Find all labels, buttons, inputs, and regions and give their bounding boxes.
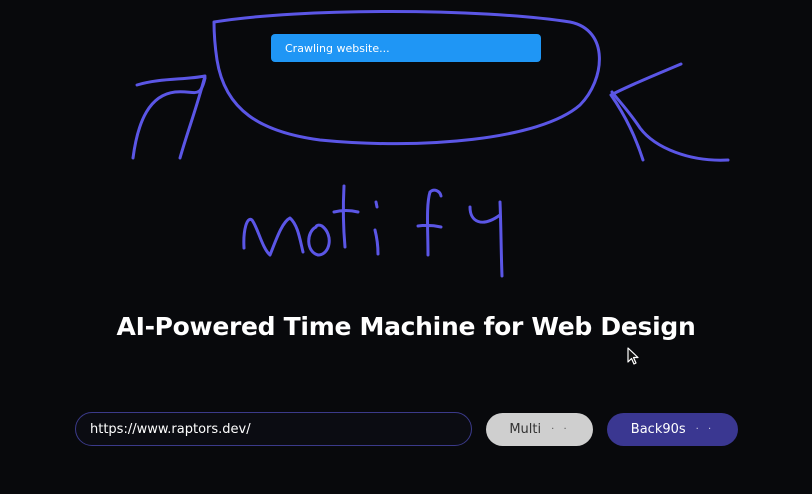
annotation-left-arrow-shaft	[131, 76, 207, 160]
annotation-right-arrow-head	[609, 62, 683, 162]
annotation-letter-y	[468, 200, 504, 278]
annotation-letter-o	[307, 223, 331, 257]
back90s-style-button[interactable]: Back90s · ·	[607, 413, 738, 446]
more-dots-icon: · ·	[695, 424, 715, 435]
mouse-pointer-icon	[627, 347, 639, 365]
annotation-left-arrow-head	[135, 74, 207, 160]
annotation-letter-t	[332, 184, 360, 249]
annotation-letter-n	[242, 216, 305, 257]
url-input[interactable]	[75, 412, 472, 446]
back90s-style-label: Back90s	[630, 422, 686, 437]
annotation-circle	[212, 10, 601, 146]
annotation-letter-i	[373, 200, 380, 256]
multi-mode-label: Multi	[509, 422, 542, 437]
multi-mode-button[interactable]: Multi · ·	[486, 413, 593, 446]
toast-message: Crawling website...	[285, 41, 390, 55]
page-title: AI-Powered Time Machine for Web Design	[116, 312, 696, 341]
annotation-right-arrow-shaft	[610, 90, 730, 162]
more-dots-icon: · ·	[551, 424, 570, 435]
crawling-toast: Crawling website...	[271, 34, 541, 62]
annotation-letter-f	[416, 188, 443, 257]
